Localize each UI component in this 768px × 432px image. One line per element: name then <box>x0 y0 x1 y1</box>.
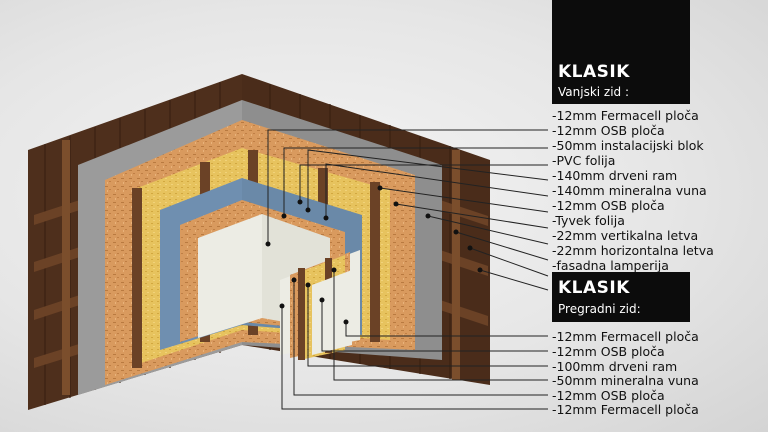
exterior-layer-label: -140mm mineralna vuna <box>552 183 707 198</box>
leader-lines-exterior <box>267 129 549 291</box>
partition-layer-label: -50mm mineralna vuna <box>552 373 699 388</box>
exterior-layer-label: -12mm Fermacell ploča <box>552 108 699 123</box>
exterior-layer-label: -50mm instalacijski blok <box>552 138 704 153</box>
partition-layer-label: -12mm Fermacell ploča <box>552 402 699 417</box>
exterior-wall-title: KLASIK <box>558 62 630 82</box>
exterior-layer-label: -12mm OSB ploča <box>552 123 665 138</box>
exterior-layer-label: -22mm horizontalna letva <box>552 243 714 258</box>
partition-layer-label: -12mm OSB ploča <box>552 344 665 359</box>
exterior-layer-label: -PVC folija <box>552 153 616 168</box>
partition-wall-header: KLASIK Pregradni zid: <box>552 272 690 322</box>
partition-layer-label: -100mm drveni ram <box>552 359 678 374</box>
partition-layer-label: -12mm OSB ploča <box>552 388 665 403</box>
exterior-wall-subtitle: Vanjski zid : <box>558 85 630 99</box>
exterior-wall-header: KLASIK Vanjski zid : <box>552 0 690 104</box>
vertical-battens <box>62 140 460 395</box>
partition-wall-subtitle: Pregradni zid: <box>558 302 641 316</box>
exterior-layer-label: -140mm drveni ram <box>552 168 678 183</box>
exterior-layer-label: -fasadna lamperija <box>552 258 669 273</box>
leader-points-exterior <box>265 185 483 273</box>
exterior-layer-label: -22mm vertikalna letva <box>552 228 699 243</box>
partition-wall-title: KLASIK <box>558 278 630 298</box>
leader-points-partition <box>279 267 349 325</box>
exterior-layer-label: -Tyvek folija <box>552 213 625 228</box>
partition-layer-label: -12mm Fermacell ploča <box>552 329 699 344</box>
exterior-layer-label: -12mm OSB ploča <box>552 198 665 213</box>
leader-lines-partition <box>281 270 548 410</box>
